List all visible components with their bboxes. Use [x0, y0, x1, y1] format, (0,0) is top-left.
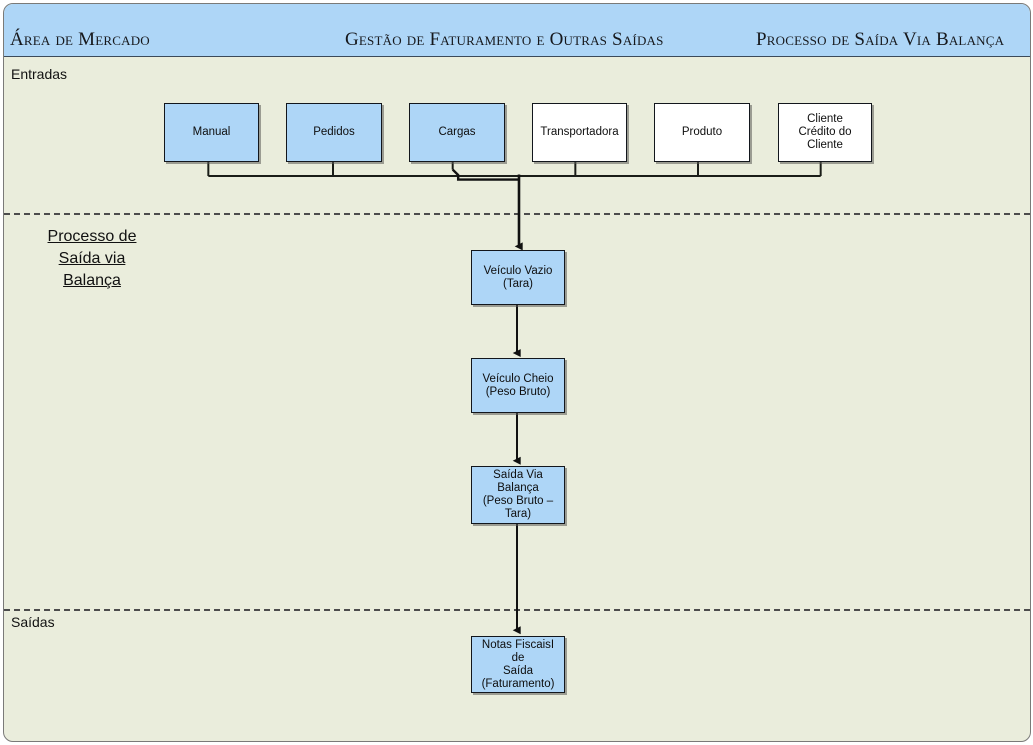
node-produto-label: Produto [681, 126, 723, 138]
node-veiculo-vazio[interactable]: Veículo Vazio (Tara) [471, 250, 565, 305]
lane-label-processo: Processo de Saída via Balança [12, 226, 172, 292]
node-veiculo-cheio-line1: Veículo Cheio [482, 372, 554, 385]
node-cliente-label-line1: Cliente [807, 113, 843, 125]
diagram-canvas: Área de Mercado Gestão de Faturamento e … [3, 3, 1031, 742]
node-cliente-label: Cliente Crédito do Cliente [779, 113, 871, 152]
node-notas-fiscais-line2: Saída [502, 664, 534, 677]
node-manual-label: Manual [192, 126, 231, 138]
node-cliente-label-line2: Crédito do Cliente [798, 126, 852, 151]
node-veiculo-vazio-label: Veículo Vazio (Tara) [481, 265, 556, 291]
lane-label-processo-line3: Balança [63, 272, 121, 289]
node-saida-balanca-line2: (Peso Bruto – [482, 495, 554, 507]
node-cargas[interactable]: Cargas [409, 103, 505, 162]
node-veiculo-cheio-line2: (Peso Bruto) [485, 385, 551, 398]
node-pedidos-label: Pedidos [313, 126, 355, 138]
node-saida-balanca[interactable]: Saída Via Balança (Peso Bruto – Tara) [471, 466, 565, 524]
node-veiculo-vazio-line1: Veículo Vazio [483, 264, 553, 277]
lane-label-processo-line2: Saída via [58, 250, 126, 267]
node-veiculo-cheio-label: Veículo Cheio (Peso Bruto) [480, 373, 557, 399]
node-transportadora[interactable]: Transportadora [532, 103, 627, 162]
node-veiculo-cheio[interactable]: Veículo Cheio (Peso Bruto) [471, 358, 565, 413]
node-notas-fiscais-line1: Notas FiscaisI de [481, 638, 555, 664]
node-cliente[interactable]: Cliente Crédito do Cliente [778, 103, 872, 162]
lane-divider-inputs [4, 213, 1030, 215]
node-manual[interactable]: Manual [164, 103, 259, 162]
node-veiculo-vazio-line2: (Tara) [502, 277, 534, 290]
lane-divider-outputs [4, 609, 1030, 611]
node-transportadora-label: Transportadora [540, 126, 619, 138]
header-title-right: Processo de Saída Via Balança [756, 29, 1005, 50]
node-notas-fiscais[interactable]: Notas FiscaisI de Saída (Faturamento) [471, 636, 565, 693]
header-bar: Área de Mercado Gestão de Faturamento e … [4, 4, 1030, 57]
node-saida-balanca-line1: Saída Via Balança [493, 469, 543, 494]
node-produto[interactable]: Produto [654, 103, 750, 162]
node-notas-fiscais-line3: (Faturamento) [481, 677, 555, 690]
lane-label-processo-line1: Processo de [47, 228, 137, 245]
node-pedidos[interactable]: Pedidos [286, 103, 382, 162]
node-notas-fiscais-label: Notas FiscaisI de Saída (Faturamento) [472, 639, 564, 691]
header-title-center: Gestão de Faturamento e Outras Saídas [345, 29, 664, 50]
node-saida-balanca-label: Saída Via Balança (Peso Bruto – Tara) [472, 469, 564, 521]
header-title-left: Área de Mercado [10, 29, 150, 50]
lane-label-saidas: Saídas [11, 614, 55, 630]
node-saida-balanca-line3: Tara) [504, 508, 532, 520]
node-cargas-label: Cargas [438, 126, 476, 138]
lane-label-entradas: Entradas [11, 66, 68, 82]
